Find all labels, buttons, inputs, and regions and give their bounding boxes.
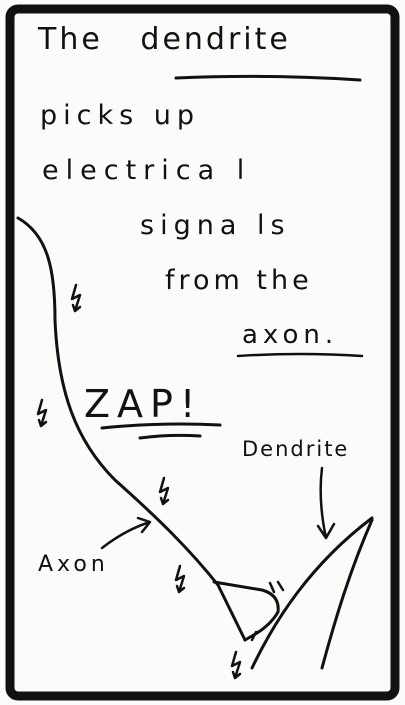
panel-border bbox=[5, 4, 400, 701]
lightning-bolt-icon bbox=[174, 564, 186, 594]
dendrite-arrow bbox=[316, 466, 336, 540]
caption-line-6: axon. bbox=[242, 320, 339, 350]
dendrite-underline bbox=[174, 74, 362, 82]
axon-label: Axon bbox=[38, 552, 109, 577]
caption-line-1: The dendrite bbox=[38, 22, 291, 57]
lightning-bolt-icon bbox=[70, 283, 82, 313]
caption-line-3: electrica l bbox=[42, 155, 252, 186]
caption-line-5: from the bbox=[165, 265, 313, 296]
axon-curve bbox=[16, 216, 247, 642]
synapse-gap-marks bbox=[250, 580, 285, 642]
lightning-bolt-icon bbox=[158, 476, 170, 506]
axon-arrow bbox=[100, 516, 152, 550]
dendrite-label: Dendrite bbox=[242, 437, 350, 461]
axon-underline bbox=[236, 352, 364, 358]
axon-terminal bbox=[212, 580, 280, 642]
caption-word-the: The bbox=[38, 22, 103, 57]
caption-word-dendrite: dendrite bbox=[140, 22, 291, 57]
lightning-bolt-icon bbox=[36, 398, 48, 428]
dendrite-curve-inner bbox=[320, 518, 374, 670]
caption-line-4: signa ls bbox=[140, 210, 291, 241]
lightning-bolt-icon bbox=[230, 650, 242, 680]
dendrite-curve-outer bbox=[250, 516, 374, 670]
zap-underline-1 bbox=[100, 422, 222, 430]
zap-underline-2 bbox=[138, 433, 202, 440]
zap-sound-effect: ZAP! bbox=[84, 382, 203, 426]
caption-line-2: picks up bbox=[40, 100, 201, 131]
